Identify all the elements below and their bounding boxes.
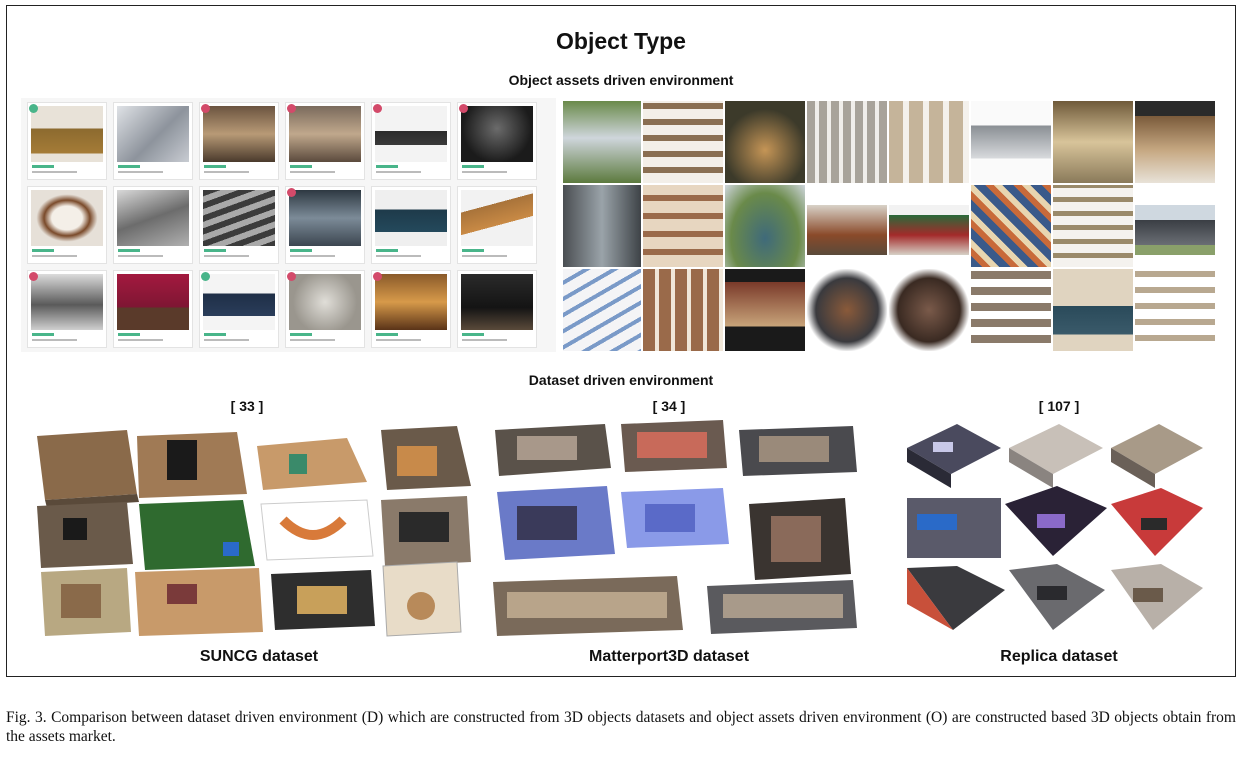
matterport3d-label: Matterport3D dataset — [588, 648, 750, 665]
figure-frame: Object Type Object assets driven environ… — [6, 5, 1236, 677]
replica-renders — [907, 424, 1203, 630]
product-card — [457, 186, 537, 264]
ref-suncg: [ 33 ] — [230, 398, 264, 414]
replica-label: Replica dataset — [1000, 648, 1118, 665]
asset-tile — [889, 205, 969, 255]
product-card — [27, 102, 107, 180]
suncg-renders — [37, 426, 471, 637]
product-card — [199, 102, 279, 180]
asset-tile — [889, 101, 969, 183]
asset-tile — [563, 269, 641, 351]
asset-tile — [807, 205, 887, 255]
asset-tile — [1053, 269, 1133, 351]
asset-tile — [725, 185, 805, 267]
figure-caption: Fig. 3. Comparison between dataset drive… — [6, 709, 1236, 745]
asset-tile — [643, 185, 723, 267]
product-card — [371, 270, 451, 348]
asset-tile — [1135, 205, 1215, 255]
asset-tile — [889, 269, 969, 351]
product-card — [285, 102, 365, 180]
asset-tile — [1135, 269, 1215, 351]
product-card — [113, 270, 193, 348]
dataset-heading: Dataset driven environment — [528, 372, 714, 388]
object-assets-heading: Object assets driven environment — [508, 72, 734, 88]
product-card — [199, 186, 279, 264]
asset-tile — [563, 101, 641, 183]
asset-tile — [725, 269, 805, 351]
product-card — [457, 102, 537, 180]
product-card — [27, 186, 107, 264]
product-card — [285, 270, 365, 348]
product-card — [113, 186, 193, 264]
asset-tile — [1053, 185, 1133, 267]
product-card — [457, 270, 537, 348]
asset-tile — [807, 269, 887, 351]
asset-tile — [971, 101, 1051, 183]
figure-title: Object Type — [556, 28, 686, 54]
asset-tile — [807, 101, 887, 183]
suncg-label: SUNCG dataset — [199, 648, 319, 665]
ref-matterport: [ 34 ] — [652, 398, 686, 414]
asset-tile — [643, 269, 723, 351]
asset-tile — [563, 185, 641, 267]
product-card — [27, 270, 107, 348]
product-card — [371, 102, 451, 180]
asset-store-grid — [21, 98, 556, 352]
matterport3d-renders — [493, 420, 857, 636]
asset-tile — [971, 185, 1051, 267]
product-card — [199, 270, 279, 348]
asset-tile — [1135, 101, 1215, 183]
asset-tile — [971, 269, 1051, 351]
product-card — [371, 186, 451, 264]
ref-replica: [ 107 ] — [1038, 398, 1080, 414]
asset-tile — [1053, 101, 1133, 183]
architecture-asset-collage — [563, 101, 1218, 351]
asset-tile — [643, 101, 723, 183]
product-card — [113, 102, 193, 180]
product-card — [285, 186, 365, 264]
asset-tile — [725, 101, 805, 183]
